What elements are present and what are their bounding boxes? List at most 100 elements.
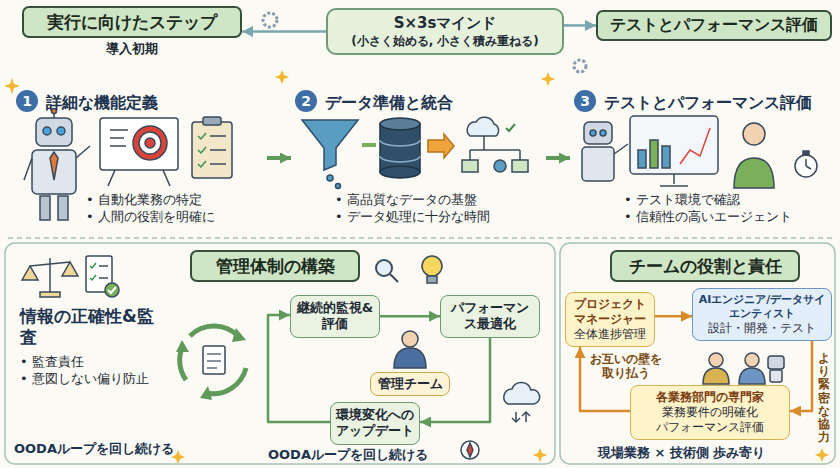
data-funnel xyxy=(362,143,376,147)
network-icon xyxy=(512,160,528,172)
compass-icon xyxy=(467,443,473,457)
robot-figure xyxy=(590,130,596,136)
data-funnel xyxy=(302,120,376,189)
checklist-icon xyxy=(99,277,108,279)
team-figure xyxy=(703,353,784,384)
bullet-text: • 意図しない偏り防止 xyxy=(20,370,160,388)
step-title: テストとパフォーマンス評価 xyxy=(574,90,828,116)
manager-figure xyxy=(394,348,426,368)
subtitle: 導入初期 xyxy=(22,40,242,58)
flow-arrow xyxy=(267,156,291,160)
lightbulb-icon xyxy=(427,276,437,283)
team-box: 管理チーム xyxy=(370,372,450,396)
team-figure xyxy=(745,353,759,367)
target-board xyxy=(110,137,124,139)
network-icon xyxy=(494,160,506,172)
database-icon xyxy=(380,124,420,172)
robot-figure xyxy=(32,150,76,194)
bullet-text: • データ処理に十分な時間 xyxy=(295,208,542,226)
role-duty: 業務要件の明確化 パフォーマンス評価 xyxy=(635,405,785,435)
robot-figure xyxy=(582,122,628,181)
robot-figure xyxy=(57,127,65,135)
cycle-arrows xyxy=(190,326,238,336)
motto-title: S×3sマインド xyxy=(334,14,556,34)
network-icon xyxy=(462,160,478,172)
database-icon xyxy=(428,134,454,158)
dashboard-screen xyxy=(660,185,688,187)
robot-figure xyxy=(50,152,58,180)
data-funnel xyxy=(327,175,333,181)
checklist-icon xyxy=(99,265,108,267)
box-text: パフォーマンス最適化 xyxy=(445,300,535,333)
gear-icon xyxy=(574,60,586,72)
target-board xyxy=(133,126,167,160)
cloud-icon xyxy=(512,412,530,422)
flow-arrow xyxy=(380,315,440,318)
sparkle xyxy=(815,448,829,462)
flow-arrow xyxy=(546,156,570,160)
robot-figure xyxy=(40,196,50,220)
bullet-text: • 監査責任 xyxy=(20,353,160,371)
target-board xyxy=(163,170,170,186)
bullet-text: • 自動化業務の特定 xyxy=(16,191,263,209)
clipboard-icon xyxy=(192,117,232,178)
gear-icon xyxy=(263,13,277,27)
stopwatch-icon xyxy=(795,151,817,177)
magnifier-icon xyxy=(390,274,398,282)
target-board xyxy=(108,170,115,186)
cycle-arrows xyxy=(207,360,221,361)
edge-label: より緊密な協力 xyxy=(818,352,830,444)
lightbulb-icon xyxy=(422,256,442,283)
dashboard-screen xyxy=(673,174,675,184)
stopwatch-icon xyxy=(806,166,811,169)
process-box: 継続的監視&評価 xyxy=(290,295,380,338)
dashboard-screen xyxy=(630,116,718,174)
compass-icon xyxy=(461,441,479,459)
step-number: 1 xyxy=(16,90,38,112)
clipboard-icon xyxy=(192,122,232,178)
dashboard-screen xyxy=(638,150,646,168)
box-text: 管理チーム xyxy=(374,376,446,392)
process-box: 環境変化へのアップデート xyxy=(330,402,420,445)
cycle-arrows xyxy=(232,328,246,342)
magnifier-icon xyxy=(376,260,392,276)
flow-arrow xyxy=(242,30,326,33)
scale-icon xyxy=(62,262,78,276)
dashboard-screen xyxy=(662,146,670,168)
scale-icon xyxy=(30,262,70,266)
cycle-arrows xyxy=(203,346,225,374)
target-board xyxy=(110,145,126,147)
box-text: 継続的監視&評価 xyxy=(295,300,375,333)
manager-figure xyxy=(402,331,418,347)
note-label: 現場業務 × 技術側 歩み寄り xyxy=(598,444,765,462)
flow-arrow xyxy=(655,315,692,318)
magnifier-icon xyxy=(376,260,398,282)
target-board xyxy=(100,118,178,170)
robot-figure xyxy=(614,144,628,154)
clipboard-icon xyxy=(203,117,221,125)
panel-frame xyxy=(8,237,832,239)
lightbulb-icon xyxy=(422,256,442,276)
box-text: 環境変化へのアップデート xyxy=(335,407,415,440)
person-figure xyxy=(734,158,774,188)
step-title: データ準備と統合 xyxy=(295,90,542,116)
stopwatch-icon xyxy=(805,159,807,166)
section-title: 実行に向けたステップ xyxy=(22,6,242,38)
role-title: プロジェクトマネージャー xyxy=(570,297,650,327)
clipboard-icon xyxy=(210,163,226,165)
stopwatch-icon xyxy=(795,155,817,177)
robot-figure xyxy=(582,147,614,181)
step-title: 詳細な機能定義 xyxy=(16,90,263,116)
dashboard-screen xyxy=(680,128,710,164)
role-duty: 設計・開発・テスト xyxy=(697,321,827,336)
motto-box: S×3sマインド(小さく始める, 小さく積み重ねる) xyxy=(326,8,564,55)
sparkle xyxy=(275,70,289,84)
motto-text: (小さく始める, 小さく積み重ねる) xyxy=(334,34,556,50)
checklist-icon xyxy=(90,263,96,280)
bullet-text: • 人間の役割を明確に xyxy=(16,208,263,226)
network-icon xyxy=(519,150,521,160)
clipboard-icon xyxy=(198,133,206,167)
sparkle xyxy=(533,448,547,462)
panel-frame xyxy=(5,243,555,464)
box-heading: 情報の正確性&監査 xyxy=(20,306,160,349)
